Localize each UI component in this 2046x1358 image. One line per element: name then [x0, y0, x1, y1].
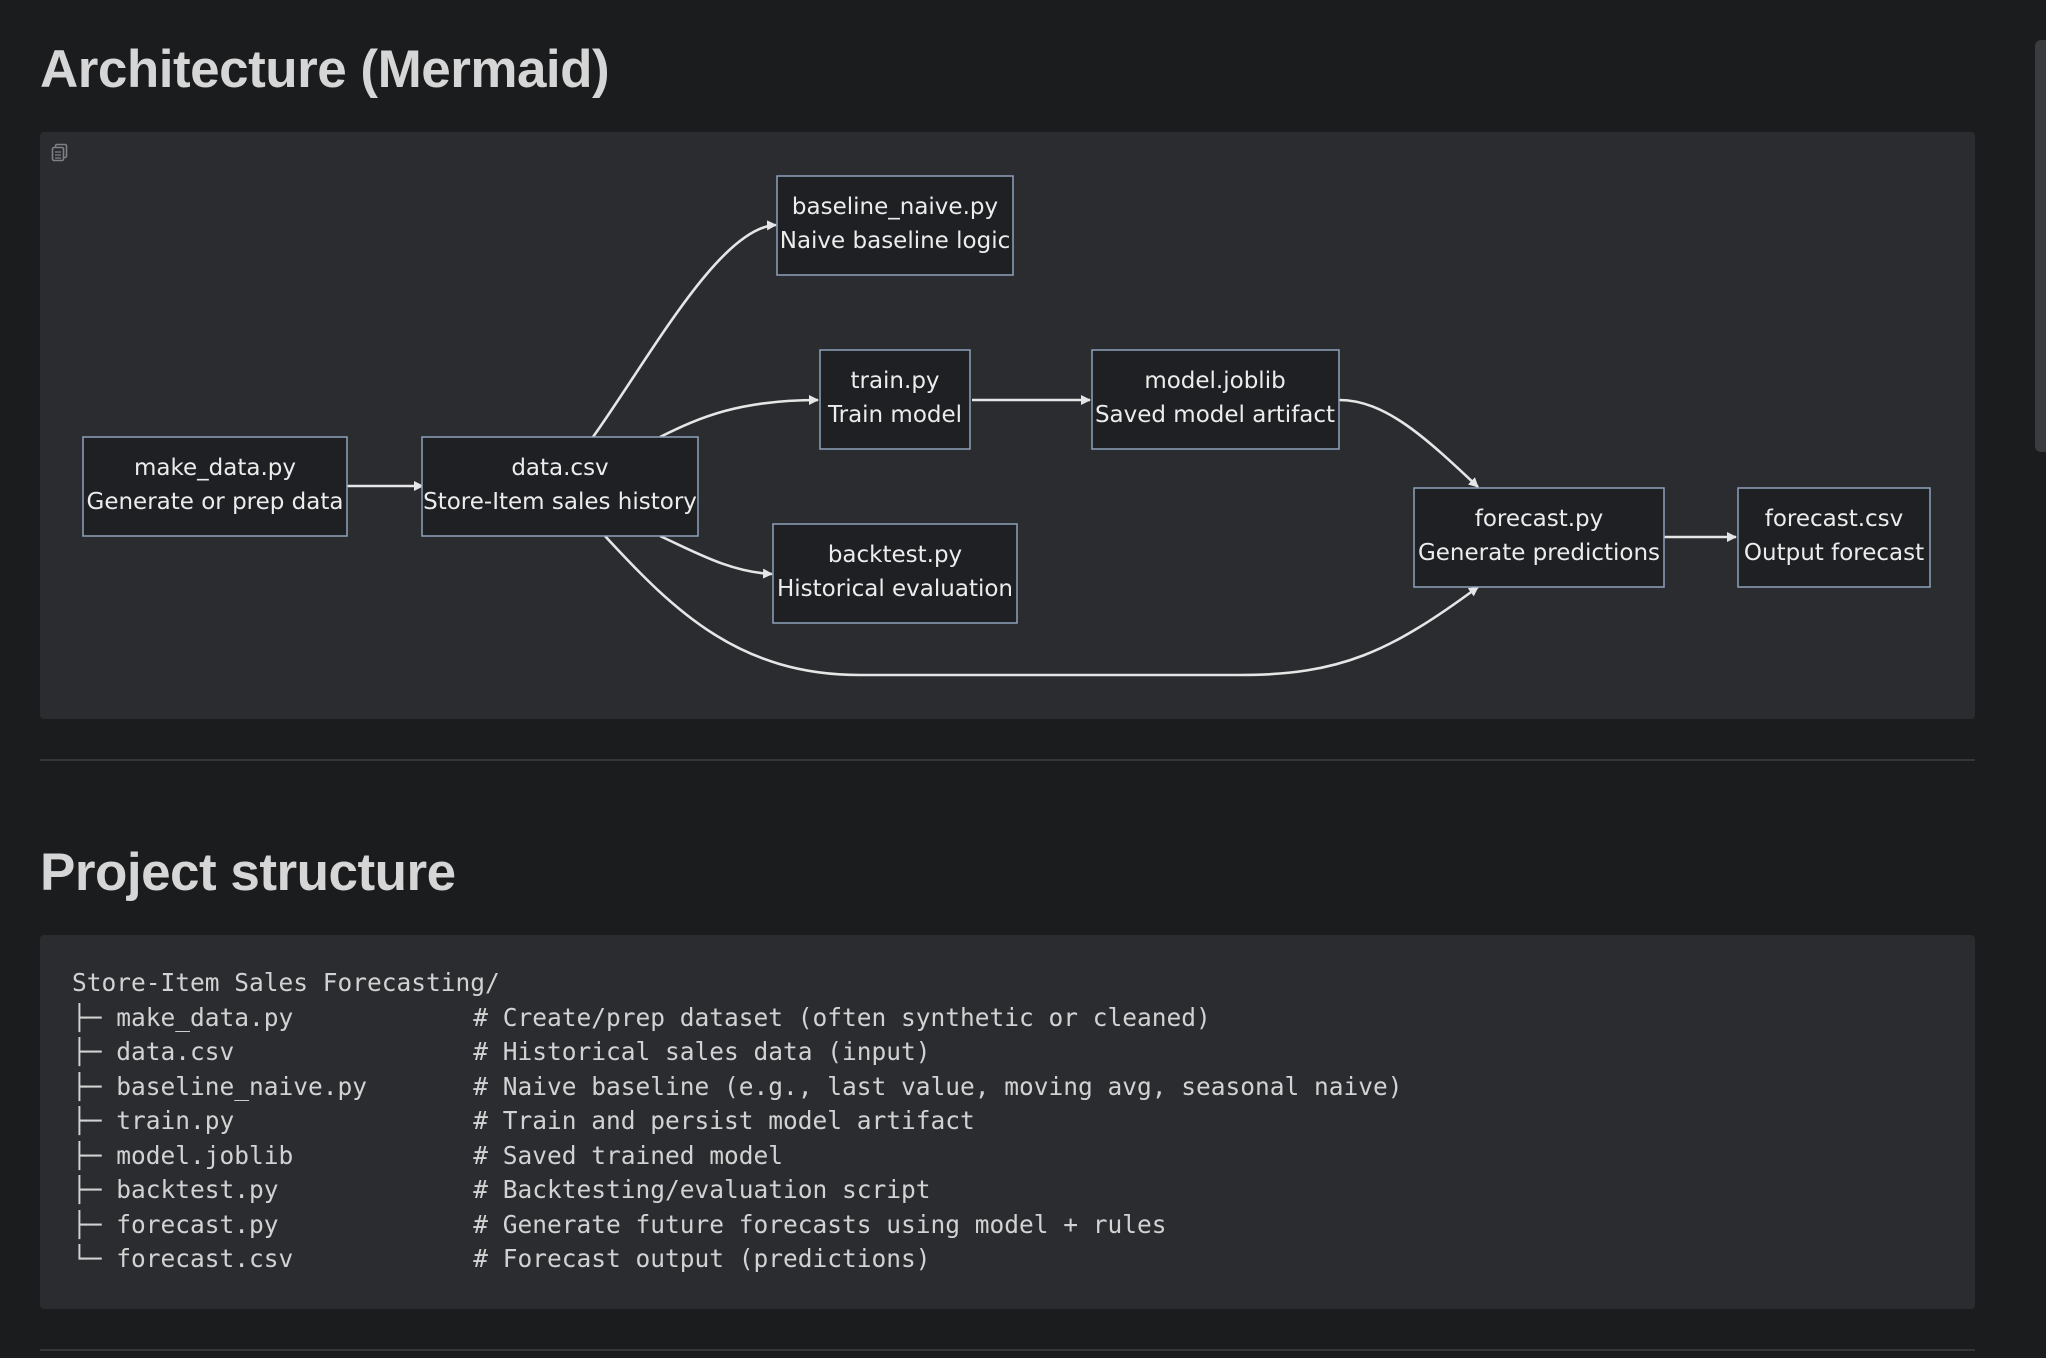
- edge-data-csv-to-backtest: [659, 534, 773, 579]
- project-structure-code-block: Store-Item Sales Forecasting/ ├─ make_dat…: [40, 935, 1975, 1309]
- edge-data-csv-to-forecast-py: [604, 535, 1479, 677]
- tree-entry: └─ forecast.csv# Forecast output (predic…: [72, 1242, 1403, 1277]
- node-forecast-csv-title: forecast.csv: [1765, 506, 1904, 532]
- node-make-data-title: make_data.py: [134, 455, 296, 481]
- tree-root: Store-Item Sales Forecasting/: [72, 968, 500, 997]
- tree-entry-name: backtest.py: [116, 1175, 279, 1204]
- node-make-data: make_data.py Generate or prep data: [82, 436, 348, 537]
- node-train-title: train.py: [850, 368, 939, 394]
- tree-entry: ├─ backtest.py# Backtesting/evaluation s…: [72, 1173, 1403, 1208]
- tree-entry: ├─ data.csv# Historical sales data (inpu…: [72, 1035, 1403, 1070]
- node-forecast-py: forecast.py Generate predictions: [1413, 487, 1665, 588]
- edge-model-to-forecast-py: [1338, 398, 1479, 488]
- node-train: train.py Train model: [819, 349, 971, 450]
- node-backtest: backtest.py Historical evaluation: [772, 523, 1018, 624]
- project-tree: Store-Item Sales Forecasting/ ├─ make_dat…: [72, 966, 1403, 1277]
- tree-entry-comment: # Train and persist model artifact: [473, 1106, 975, 1135]
- node-make-data-desc: Generate or prep data: [87, 489, 344, 515]
- node-forecast-csv-desc: Output forecast: [1744, 540, 1924, 566]
- tree-entry-comment: # Historical sales data (input): [473, 1037, 931, 1066]
- node-forecast-py-desc: Generate predictions: [1418, 540, 1660, 566]
- tree-entry-name: train.py: [116, 1106, 235, 1135]
- tree-entry: ├─ baseline_naive.py# Naive baseline (e.…: [72, 1070, 1403, 1105]
- tree-entry-name: model.joblib: [116, 1140, 294, 1170]
- tree-entry-comment: # Create/prep dataset (often synthetic o…: [473, 1002, 1211, 1032]
- section-divider: [40, 1349, 1975, 1351]
- copy-icon[interactable]: [50, 142, 70, 164]
- tree-entry-name: baseline_naive.py: [116, 1071, 368, 1101]
- node-baseline-naive: baseline_naive.py Naive baseline logic: [776, 175, 1014, 276]
- node-forecast-py-title: forecast.py: [1475, 506, 1604, 532]
- edge-data-csv-to-baseline: [591, 220, 777, 438]
- node-model-joblib: model.joblib Saved model artifact: [1091, 349, 1340, 450]
- tree-entry-name: data.csv: [116, 1037, 235, 1066]
- architecture-diagram: make_data.py Generate or prep data data.…: [82, 175, 1931, 677]
- node-model-joblib-title: model.joblib: [1144, 368, 1285, 394]
- tree-entry: ├─ model.joblib# Saved trained model: [72, 1139, 1403, 1174]
- tree-entry: ├─ forecast.py# Generate future forecast…: [72, 1208, 1403, 1243]
- tree-entry-name: forecast.py: [116, 1209, 279, 1239]
- tree-entry: ├─ make_data.py# Create/prep dataset (of…: [72, 1001, 1403, 1036]
- edge-data-csv-to-train: [659, 395, 819, 439]
- tree-entry-comment: # Naive baseline (e.g., last value, movi…: [473, 1071, 1403, 1101]
- tree-entry-comment: # Backtesting/evaluation script: [473, 1175, 931, 1204]
- node-train-desc: Train model: [827, 402, 962, 428]
- node-data-csv: data.csv Store-Item sales history: [421, 436, 699, 537]
- node-forecast-csv: forecast.csv Output forecast: [1737, 487, 1931, 588]
- mermaid-diagram-panel: make_data.py Generate or prep data data.…: [40, 132, 1975, 719]
- tree-entry-name: make_data.py: [116, 1002, 294, 1032]
- tree-entry-comment: # Saved trained model: [473, 1140, 784, 1170]
- node-baseline-naive-desc: Naive baseline logic: [780, 228, 1011, 254]
- node-model-joblib-desc: Saved model artifact: [1095, 402, 1335, 428]
- node-baseline-naive-title: baseline_naive.py: [792, 194, 998, 220]
- tree-entry-comment: # Generate future forecasts using model …: [473, 1209, 1167, 1239]
- scrollbar-thumb[interactable]: [2035, 40, 2046, 452]
- tree-entry: ├─ train.py# Train and persist model art…: [72, 1104, 1403, 1139]
- node-data-csv-title: data.csv: [511, 455, 608, 481]
- section-divider: [40, 759, 1975, 761]
- tree-entry-comment: # Forecast output (predictions): [473, 1244, 931, 1273]
- node-backtest-desc: Historical evaluation: [777, 576, 1013, 602]
- architecture-heading: Architecture (Mermaid): [40, 40, 610, 99]
- project-structure-heading: Project structure: [40, 843, 456, 902]
- tree-entry-name: forecast.csv: [116, 1244, 294, 1273]
- node-data-csv-desc: Store-Item sales history: [423, 489, 697, 515]
- node-backtest-title: backtest.py: [828, 542, 962, 568]
